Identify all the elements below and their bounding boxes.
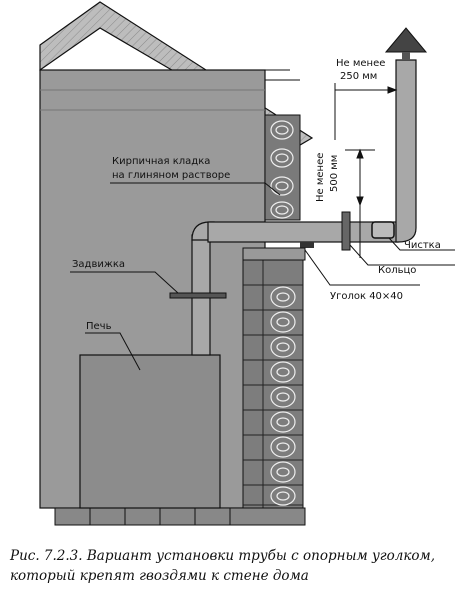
- damper-label: Задвижка: [72, 259, 125, 270]
- caption-line-2: который крепят гвоздями к стене дома: [10, 568, 309, 584]
- min-500-label-1: Не менее: [315, 153, 326, 202]
- brick-courses: [243, 260, 303, 525]
- min-250-label-2: 250 мм: [340, 71, 377, 82]
- upper-brick-rings: [270, 120, 294, 219]
- foundation-joints: [89, 508, 231, 525]
- lower-brick-rings: [270, 286, 296, 506]
- pipe-horizontal: [207, 221, 399, 243]
- angle-label: Уголок 40×40: [330, 291, 403, 302]
- stove-label: Печь: [86, 321, 112, 332]
- cleanout-label: Чистка: [404, 240, 441, 251]
- stove-body: [79, 354, 221, 509]
- chimney-cap-post: [402, 52, 410, 60]
- dimension-250: [334, 83, 398, 140]
- chimney-cap: [384, 27, 428, 53]
- figure-caption: Рис. 7.2.3. Вариант установки трубы с оп…: [10, 546, 460, 586]
- pipe-elbow-upper: [395, 59, 417, 243]
- ring-label: Кольцо: [378, 265, 416, 276]
- dimension-500: [345, 148, 375, 258]
- damper-handle[interactable]: [169, 292, 227, 299]
- support-angle: [300, 242, 314, 248]
- cleanout-box[interactable]: [371, 221, 395, 239]
- brickwork-label-1: Кирпичная кладка: [112, 156, 210, 167]
- caption-line-1: Рис. 7.2.3. Вариант установки трубы с оп…: [10, 548, 436, 564]
- min-500-label-2: 500 мм: [329, 155, 340, 192]
- brickwork-label-2: на глиняном растворе: [112, 170, 230, 181]
- min-250-label-1: Не менее: [336, 58, 385, 69]
- support-angle-base: [242, 247, 306, 261]
- leader-lines: [70, 182, 455, 371]
- pipe-ring: [341, 211, 351, 251]
- foundation-strip: [54, 507, 306, 526]
